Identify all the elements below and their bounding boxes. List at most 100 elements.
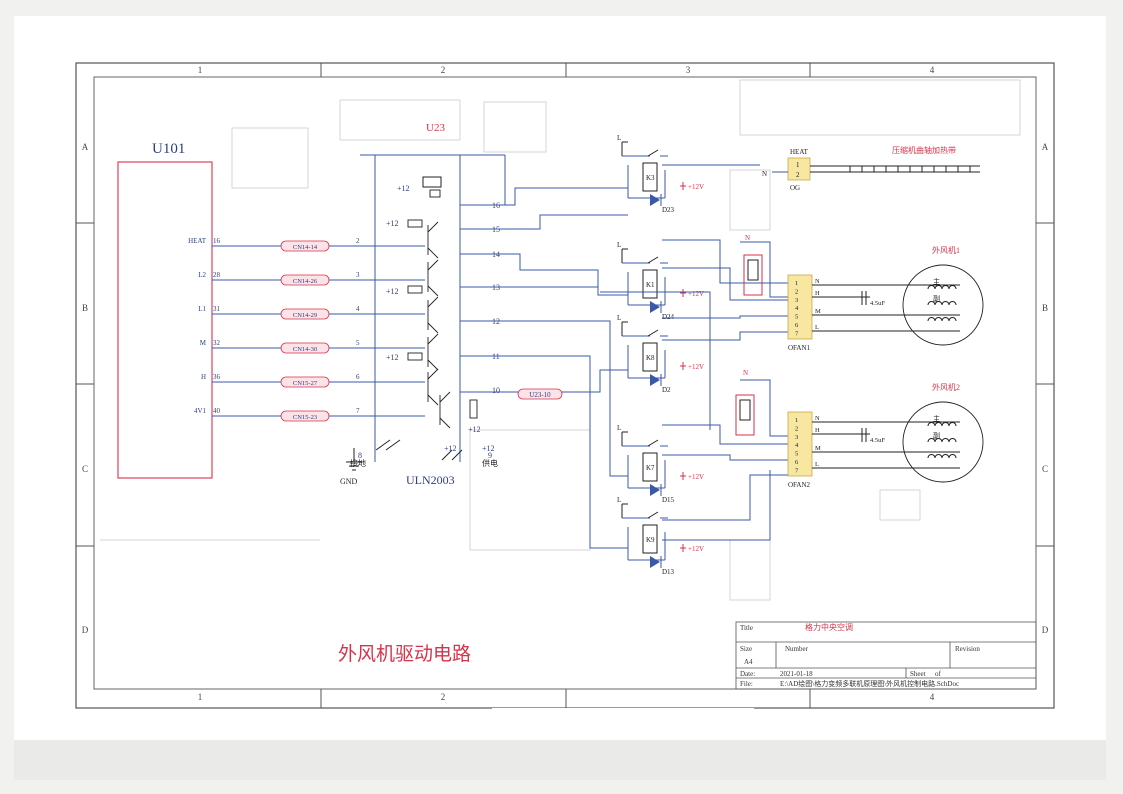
svg-text:1: 1 xyxy=(796,161,800,169)
og-labels: HEAT 1 2 OG N 压缩机曲轴加热带 xyxy=(762,145,956,192)
r12-label: +12 xyxy=(468,425,481,434)
connector-pin: 5 xyxy=(795,451,798,458)
connector-tag xyxy=(280,410,330,422)
l-label: L xyxy=(617,424,621,432)
connector-label: CN15-23 xyxy=(293,414,317,421)
r12-label: +12 xyxy=(482,444,495,453)
r12-label: +12 xyxy=(386,219,399,228)
aux-winding-label: 副 xyxy=(933,431,940,440)
diode-name: D13 xyxy=(662,568,675,576)
row-label: A xyxy=(1042,142,1049,152)
svg-text:Title: Title xyxy=(740,624,753,632)
heater-label: 压缩机曲轴加热带 xyxy=(892,145,956,155)
connector-tag xyxy=(280,240,330,252)
fan-connector-name: OFAN2 xyxy=(788,481,811,489)
connector-pin: 1 xyxy=(795,280,798,287)
fan-title: 外风机1 xyxy=(932,245,960,255)
u101-body xyxy=(117,161,213,479)
svg-text:Revision: Revision xyxy=(955,645,980,653)
l-label: L xyxy=(617,134,621,142)
power-label: +12V xyxy=(688,183,704,191)
connector-label: CN14-26 xyxy=(293,278,318,285)
wire-label: M xyxy=(815,445,821,452)
wire-label: M xyxy=(815,308,821,315)
connector-label: CN14-30 xyxy=(293,346,317,353)
relay-name: K1 xyxy=(646,281,655,289)
uln-out-pin: 10 xyxy=(492,386,500,395)
main-winding-label: 主 xyxy=(933,414,940,423)
power-label: +12V xyxy=(688,363,704,371)
wire-label: L xyxy=(815,461,819,468)
u23-10-connector: U23-10 xyxy=(517,388,563,400)
col-label: 1 xyxy=(198,692,203,702)
diagram-caption: 外风机驱动电路 xyxy=(338,643,471,665)
diode-icon xyxy=(650,484,660,496)
diode-icon xyxy=(650,556,660,568)
connector-pin: 7 xyxy=(795,330,799,337)
og-connector xyxy=(772,157,980,181)
frame-labels: 1 2 3 4 1 2 4 A B C D A B C D xyxy=(82,65,1049,702)
col-label: 2 xyxy=(441,692,446,702)
aux-winding-label: 副 xyxy=(933,294,940,303)
vcc-pin: 9 xyxy=(488,451,492,460)
uln-in-pin: 4 xyxy=(356,305,360,313)
relay-fan-wires xyxy=(600,164,790,541)
uln-output-wires xyxy=(460,187,628,549)
gnd-pin: 8 xyxy=(358,451,362,460)
svg-text:2: 2 xyxy=(796,171,800,179)
uln-in-pin: 6 xyxy=(356,373,360,381)
connector-tag xyxy=(280,376,330,388)
pin-name: HEAT xyxy=(188,237,207,245)
svg-text:U23-10: U23-10 xyxy=(529,391,551,399)
power-label: +12V xyxy=(688,473,704,481)
svg-text:Size: Size xyxy=(740,645,752,653)
gnd-label: GND xyxy=(340,477,358,486)
row-label: B xyxy=(82,303,88,313)
svg-text:A4: A4 xyxy=(744,658,753,666)
svg-text:Number: Number xyxy=(785,645,809,653)
pin-number: 16 xyxy=(213,237,221,245)
col-label: 2 xyxy=(441,65,446,75)
uln2003-label: ULN2003 xyxy=(406,473,455,487)
r12-label: +12 xyxy=(444,444,457,453)
connector-pin: 7 xyxy=(795,467,799,474)
connector-pin: 3 xyxy=(795,434,798,441)
connector-pin: 2 xyxy=(795,425,798,432)
svg-text:N: N xyxy=(743,369,748,377)
l-label: L xyxy=(617,496,621,504)
connector-tag xyxy=(280,308,330,320)
svg-text:of: of xyxy=(935,670,942,678)
connector-tag xyxy=(280,274,330,286)
connector-pin: 6 xyxy=(795,459,799,466)
pin-name: L1 xyxy=(198,305,206,313)
row-label: B xyxy=(1042,303,1048,313)
og-name: OG xyxy=(790,184,800,192)
fan-title: 外风机2 xyxy=(932,382,960,392)
pin-number: 28 xyxy=(213,271,221,279)
u101-title: U101 xyxy=(152,141,185,157)
connector-label: CN14-29 xyxy=(293,312,317,319)
col-label: 3 xyxy=(686,65,691,75)
connector-label: CN15-27 xyxy=(293,380,318,387)
fan-group: 1234567NHMLOFAN14.5uF主副外风机11234567NHMLOF… xyxy=(787,245,984,489)
pin-name: L2 xyxy=(198,271,206,279)
svg-text:2021-01-18: 2021-01-18 xyxy=(780,670,813,678)
fan-connector xyxy=(787,274,813,340)
uln-in-pin: 5 xyxy=(356,339,360,347)
relay-column: LK3D23+12VLK1D24+12VLK8D2+12VLK7D15+12VL… xyxy=(617,134,704,576)
diode-name: D15 xyxy=(662,496,675,504)
motor-icon xyxy=(902,264,984,346)
wire-label: L xyxy=(815,324,819,331)
l-label: L xyxy=(617,241,621,249)
wire-label: N xyxy=(815,415,820,422)
col-label: 4 xyxy=(930,65,935,75)
